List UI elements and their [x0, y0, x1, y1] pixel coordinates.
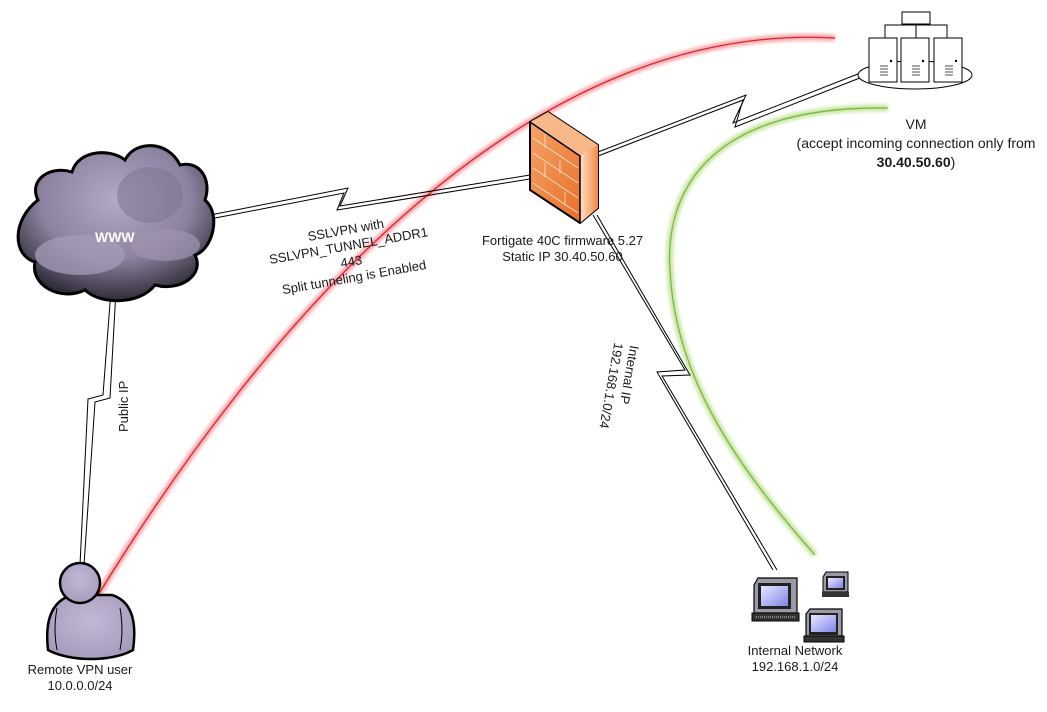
- vm-allowed-ip-line: 30.40.50.60): [876, 154, 956, 170]
- link-cloud-user: [79, 289, 117, 566]
- server-cluster-icon: [857, 11, 973, 90]
- internal-network-title: Internal Network: [747, 643, 843, 658]
- firewall-static-ip: Static IP 30.40.50.60: [502, 249, 623, 264]
- link-cloud-firewall: [204, 174, 531, 221]
- firewall-label: Fortigate 40C firmware 5.27 Static IP 30…: [470, 233, 655, 265]
- vpn-path-arc: [92, 33, 836, 602]
- vm-allowed-ip: 30.40.50.60: [876, 154, 951, 170]
- cloud-label: WWW: [95, 229, 135, 245]
- vm-title: VM: [905, 116, 927, 132]
- user-icon: [45, 561, 136, 661]
- remote-user-subnet: 10.0.0.0/24: [47, 678, 113, 693]
- link-firewall-vm: [597, 69, 871, 157]
- internal-network-subnet: 192.168.1.0/24: [751, 659, 839, 674]
- vm-description: (accept incoming connection only from: [796, 135, 1036, 151]
- internal-network-label: Internal Network 192.168.1.0/24: [725, 643, 865, 675]
- remote-user-title: Remote VPN user: [27, 662, 133, 677]
- link-firewall-internal: [592, 214, 778, 571]
- vm-label: VM (accept incoming connection only from…: [785, 115, 1047, 172]
- cloud-icon: [16, 144, 216, 303]
- allowed-path-arc: [666, 104, 889, 558]
- public-ip-label: Public IP: [116, 380, 131, 432]
- firewall-icon: [529, 110, 599, 225]
- remote-user-label: Remote VPN user 10.0.0.0/24: [10, 662, 150, 694]
- firewall-model: Fortigate 40C firmware 5.27: [481, 233, 644, 248]
- computers-icon: [751, 571, 849, 643]
